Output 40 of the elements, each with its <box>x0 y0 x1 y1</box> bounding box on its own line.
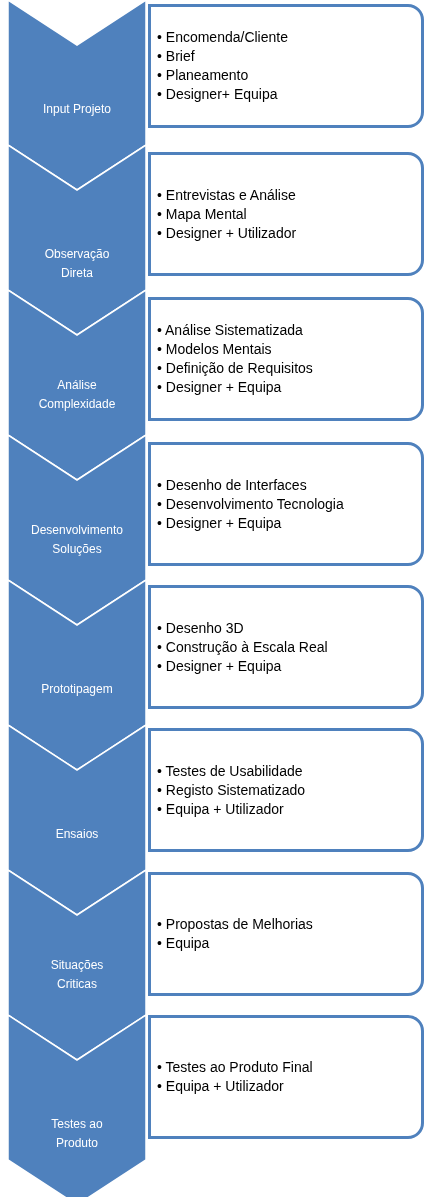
bullet-item: • Desenvolvimento Tecnologia <box>157 494 344 514</box>
bullet-item: • Modelos Mentais <box>157 340 273 359</box>
step-label: Input Projeto <box>41 101 112 118</box>
bullet-item: • Testes de Usabilidade <box>157 761 304 781</box>
step-label: Análise Complexidade <box>37 377 117 413</box>
bullet-item: • Análise Sistematizada <box>157 321 304 340</box>
bullet-item: • Desenho 3D <box>157 618 245 638</box>
bullet-item: • Designer + Utilizador <box>157 223 297 243</box>
step-card <box>148 872 424 996</box>
bullet-item: • Equipa <box>157 934 211 953</box>
bullet-item: • Desenho de Interfaces <box>157 475 308 495</box>
step-card <box>148 585 424 709</box>
bullet-item: • Encomenda/Cliente <box>157 28 288 47</box>
step-card <box>148 4 424 128</box>
bullet-item: • Brief <box>157 47 196 66</box>
bullet-item: • Registo Sistematizado <box>157 780 306 800</box>
bullet-item: • Testes ao Produto Final <box>157 1058 313 1077</box>
bullet-item: • Equipa + Utilizador <box>157 1077 285 1096</box>
step-label: Testes ao Produto <box>50 1116 104 1152</box>
bullet-item: • Propostas de Melhorias <box>157 915 313 934</box>
bullet-item: • Equipa + Utilizador <box>157 799 285 819</box>
bullet-item: • Definição de Requisitos <box>157 359 313 378</box>
bullet-item: • Entrevistas e Análise <box>157 185 297 205</box>
step-card <box>148 728 424 852</box>
step-card <box>148 442 424 566</box>
step-card <box>148 1015 424 1139</box>
step-label: Desenvolvimento Soluções <box>30 522 124 558</box>
bullet-item: • Designer + Equipa <box>157 378 283 397</box>
bullet-item: • Designer + Equipa <box>157 513 283 533</box>
step-card <box>148 152 424 276</box>
bullet-item: • Construção à Escala Real <box>157 637 328 657</box>
bullet-item: • Planeamento <box>157 66 250 85</box>
bullet-item: • Designer+ Equipa <box>157 85 279 104</box>
step-label: Ensaios <box>54 826 100 843</box>
step-label: Prototipagem <box>40 681 114 698</box>
step-label: Observação Direta <box>43 246 111 282</box>
bullet-item: • Designer + Equipa <box>157 656 283 676</box>
step-card <box>148 297 424 421</box>
bullet-item: • Mapa Mental <box>157 204 248 224</box>
step-label: Situações Criticas <box>49 957 105 993</box>
